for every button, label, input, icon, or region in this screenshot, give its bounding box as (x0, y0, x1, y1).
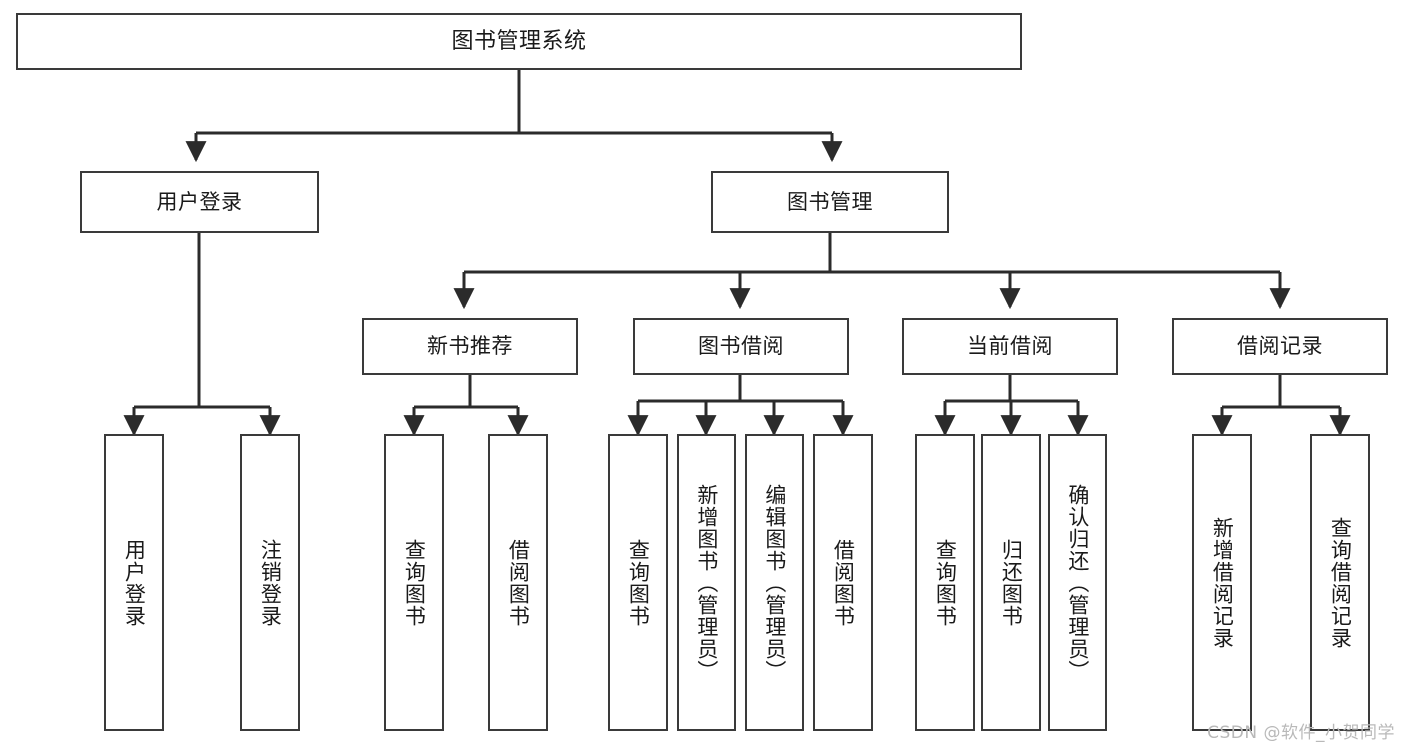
node-label: 新增图书（管理员） (694, 483, 719, 682)
node-label: 注销登录 (258, 538, 283, 627)
node-label: 查询图书 (626, 538, 651, 627)
node-label: 查询借阅记录 (1328, 516, 1353, 649)
node-leaf-logout[interactable]: 注销登录 (240, 434, 300, 731)
node-borrow-record[interactable]: 借阅记录 (1172, 318, 1388, 375)
node-label: 用户登录 (156, 189, 243, 214)
node-current-borrow[interactable]: 当前借阅 (902, 318, 1118, 375)
node-label: 借阅图书 (506, 538, 531, 627)
csdn-watermark: CSDN @软件_小贺同学 (1207, 723, 1395, 743)
node-label: 图书借阅 (698, 334, 784, 359)
node-new-book-rec[interactable]: 新书推荐 (362, 318, 578, 375)
node-label: 新书推荐 (427, 334, 513, 359)
node-label: 当前借阅 (967, 334, 1053, 359)
node-leaf-confirm-return[interactable]: 确认归还（管理员） (1048, 434, 1107, 731)
node-leaf-user-login[interactable]: 用户登录 (104, 434, 164, 731)
node-leaf-add-book[interactable]: 新增图书（管理员） (677, 434, 736, 731)
node-book-manage[interactable]: 图书管理 (711, 171, 949, 233)
node-label: 确认归还（管理员） (1065, 483, 1090, 682)
node-label: 查询图书 (933, 538, 958, 627)
node-leaf-borrow-book-1[interactable]: 借阅图书 (488, 434, 548, 731)
node-leaf-query-book-1[interactable]: 查询图书 (384, 434, 444, 731)
node-label: 编辑图书（管理员） (762, 483, 787, 682)
node-leaf-borrow-book-2[interactable]: 借阅图书 (813, 434, 873, 731)
node-user-login[interactable]: 用户登录 (80, 171, 319, 233)
node-leaf-return-book[interactable]: 归还图书 (981, 434, 1041, 731)
node-label: 用户登录 (122, 538, 147, 627)
node-leaf-edit-book[interactable]: 编辑图书（管理员） (745, 434, 804, 731)
node-label: 归还图书 (999, 538, 1024, 627)
node-label: 查询图书 (402, 538, 427, 627)
node-label: 新增借阅记录 (1210, 516, 1235, 649)
node-label: 图书管理 (787, 189, 873, 214)
node-leaf-query-book-2[interactable]: 查询图书 (608, 434, 668, 731)
node-label: 借阅图书 (831, 538, 856, 627)
node-leaf-query-record[interactable]: 查询借阅记录 (1310, 434, 1370, 731)
node-leaf-add-record[interactable]: 新增借阅记录 (1192, 434, 1252, 731)
node-label: 借阅记录 (1237, 334, 1323, 359)
node-label: 图书管理系统 (451, 28, 587, 54)
node-leaf-query-book-3[interactable]: 查询图书 (915, 434, 975, 731)
node-book-borrow[interactable]: 图书借阅 (633, 318, 849, 375)
node-root-system[interactable]: 图书管理系统 (16, 13, 1022, 70)
